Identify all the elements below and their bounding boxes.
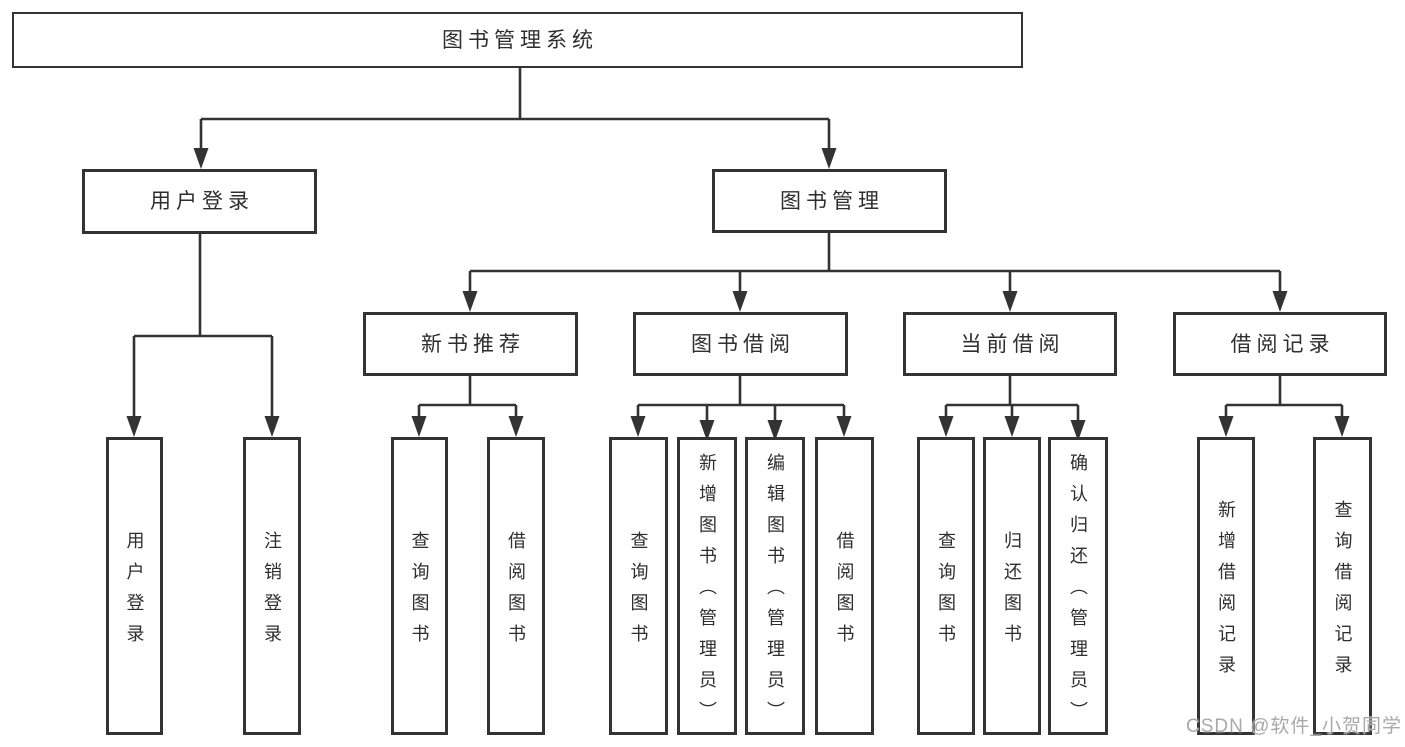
leaf-borrow-books-borrow-label: 借阅图书 bbox=[834, 530, 855, 655]
arrowhead bbox=[1002, 291, 1018, 312]
node-book-management-label: 图书管理 bbox=[780, 189, 884, 213]
leaf-return-book-label: 归还图书 bbox=[1002, 530, 1022, 655]
leaf-query-books-current-label: 查询图书 bbox=[936, 530, 956, 655]
arrowhead bbox=[938, 416, 954, 437]
arrowhead bbox=[411, 416, 427, 437]
leaf-query-books-current: 查询图书 bbox=[917, 437, 975, 735]
arrowhead bbox=[1334, 416, 1350, 437]
leaf-borrow-books-recommend: 借阅图书 bbox=[487, 437, 545, 735]
connector-borrow-records-to-leaves bbox=[1218, 376, 1350, 437]
leaf-user-login-label: 用户登录 bbox=[124, 530, 145, 655]
arrowhead bbox=[699, 420, 715, 441]
leaf-return-book: 归还图书 bbox=[983, 437, 1041, 735]
node-borrow-records: 借阅记录 bbox=[1173, 312, 1387, 376]
leaf-confirm-return-admin: 确认归还（管理员） bbox=[1048, 437, 1108, 735]
node-new-book-recommend-label: 新书推荐 bbox=[421, 332, 525, 356]
connector-user-login-to-leaves bbox=[126, 234, 280, 437]
node-new-book-recommend: 新书推荐 bbox=[363, 312, 578, 376]
leaf-borrow-books-borrow: 借阅图书 bbox=[815, 437, 874, 735]
leaf-confirm-return-admin-label: 确认归还（管理员） bbox=[1068, 453, 1088, 732]
leaf-add-book-admin: 新增图书（管理员） bbox=[677, 437, 737, 735]
node-root: 图书管理系统 bbox=[12, 12, 1023, 68]
arrowhead bbox=[193, 148, 209, 169]
arrowhead bbox=[462, 291, 478, 312]
leaf-edit-book-admin-label: 编辑图书（管理员） bbox=[765, 453, 785, 732]
leaf-logout-label: 注销登录 bbox=[262, 530, 282, 655]
arrowhead bbox=[732, 291, 748, 312]
node-book-borrow-label: 图书借阅 bbox=[691, 332, 795, 356]
leaf-query-books-recommend-label: 查询图书 bbox=[409, 530, 430, 655]
arrowhead bbox=[821, 148, 837, 169]
leaf-edit-book-admin: 编辑图书（管理员） bbox=[745, 437, 805, 735]
leaf-query-borrow-record-label: 查询借阅记录 bbox=[1332, 499, 1353, 686]
leaf-add-borrow-record: 新增借阅记录 bbox=[1197, 437, 1255, 735]
node-user-login: 用户登录 bbox=[82, 169, 317, 234]
arrowhead bbox=[1070, 420, 1086, 441]
connector-current-borrow-to-leaves bbox=[938, 376, 1086, 441]
node-borrow-records-label: 借阅记录 bbox=[1230, 332, 1335, 356]
node-current-borrow-label: 当前借阅 bbox=[960, 332, 1065, 356]
leaf-query-books-recommend: 查询图书 bbox=[391, 437, 448, 735]
arrowhead bbox=[126, 416, 142, 437]
leaf-logout: 注销登录 bbox=[243, 437, 301, 735]
leaf-query-books-borrow: 查询图书 bbox=[609, 437, 668, 735]
node-user-login-label: 用户登录 bbox=[150, 190, 254, 213]
connector-book-borrow-to-leaves bbox=[630, 376, 852, 441]
csdn-watermark: CSDN @软件_小贺同学 bbox=[1186, 716, 1402, 737]
arrowhead bbox=[1004, 416, 1020, 437]
node-root-label: 图书管理系统 bbox=[442, 28, 598, 52]
leaf-user-login: 用户登录 bbox=[106, 437, 163, 735]
leaf-borrow-books-recommend-label: 借阅图书 bbox=[506, 530, 526, 655]
arrowhead bbox=[1218, 416, 1234, 437]
arrowhead bbox=[836, 416, 852, 437]
node-book-borrow: 图书借阅 bbox=[633, 312, 848, 376]
arrowhead bbox=[264, 416, 280, 437]
arrowhead bbox=[1272, 291, 1288, 312]
connector-book-management-to-sections bbox=[462, 233, 1288, 312]
node-current-borrow: 当前借阅 bbox=[903, 312, 1117, 376]
leaf-add-book-admin-label: 新增图书（管理员） bbox=[697, 453, 717, 732]
leaf-query-books-borrow-label: 查询图书 bbox=[628, 530, 649, 655]
connector-new-book-to-leaves bbox=[411, 376, 524, 437]
arrowhead bbox=[767, 420, 783, 441]
leaf-query-borrow-record: 查询借阅记录 bbox=[1313, 437, 1372, 735]
arrowhead bbox=[508, 416, 524, 437]
node-book-management: 图书管理 bbox=[712, 169, 947, 233]
connector-root-to-level2 bbox=[193, 68, 837, 169]
arrowhead bbox=[630, 416, 646, 437]
leaf-add-borrow-record-label: 新增借阅记录 bbox=[1216, 499, 1236, 686]
